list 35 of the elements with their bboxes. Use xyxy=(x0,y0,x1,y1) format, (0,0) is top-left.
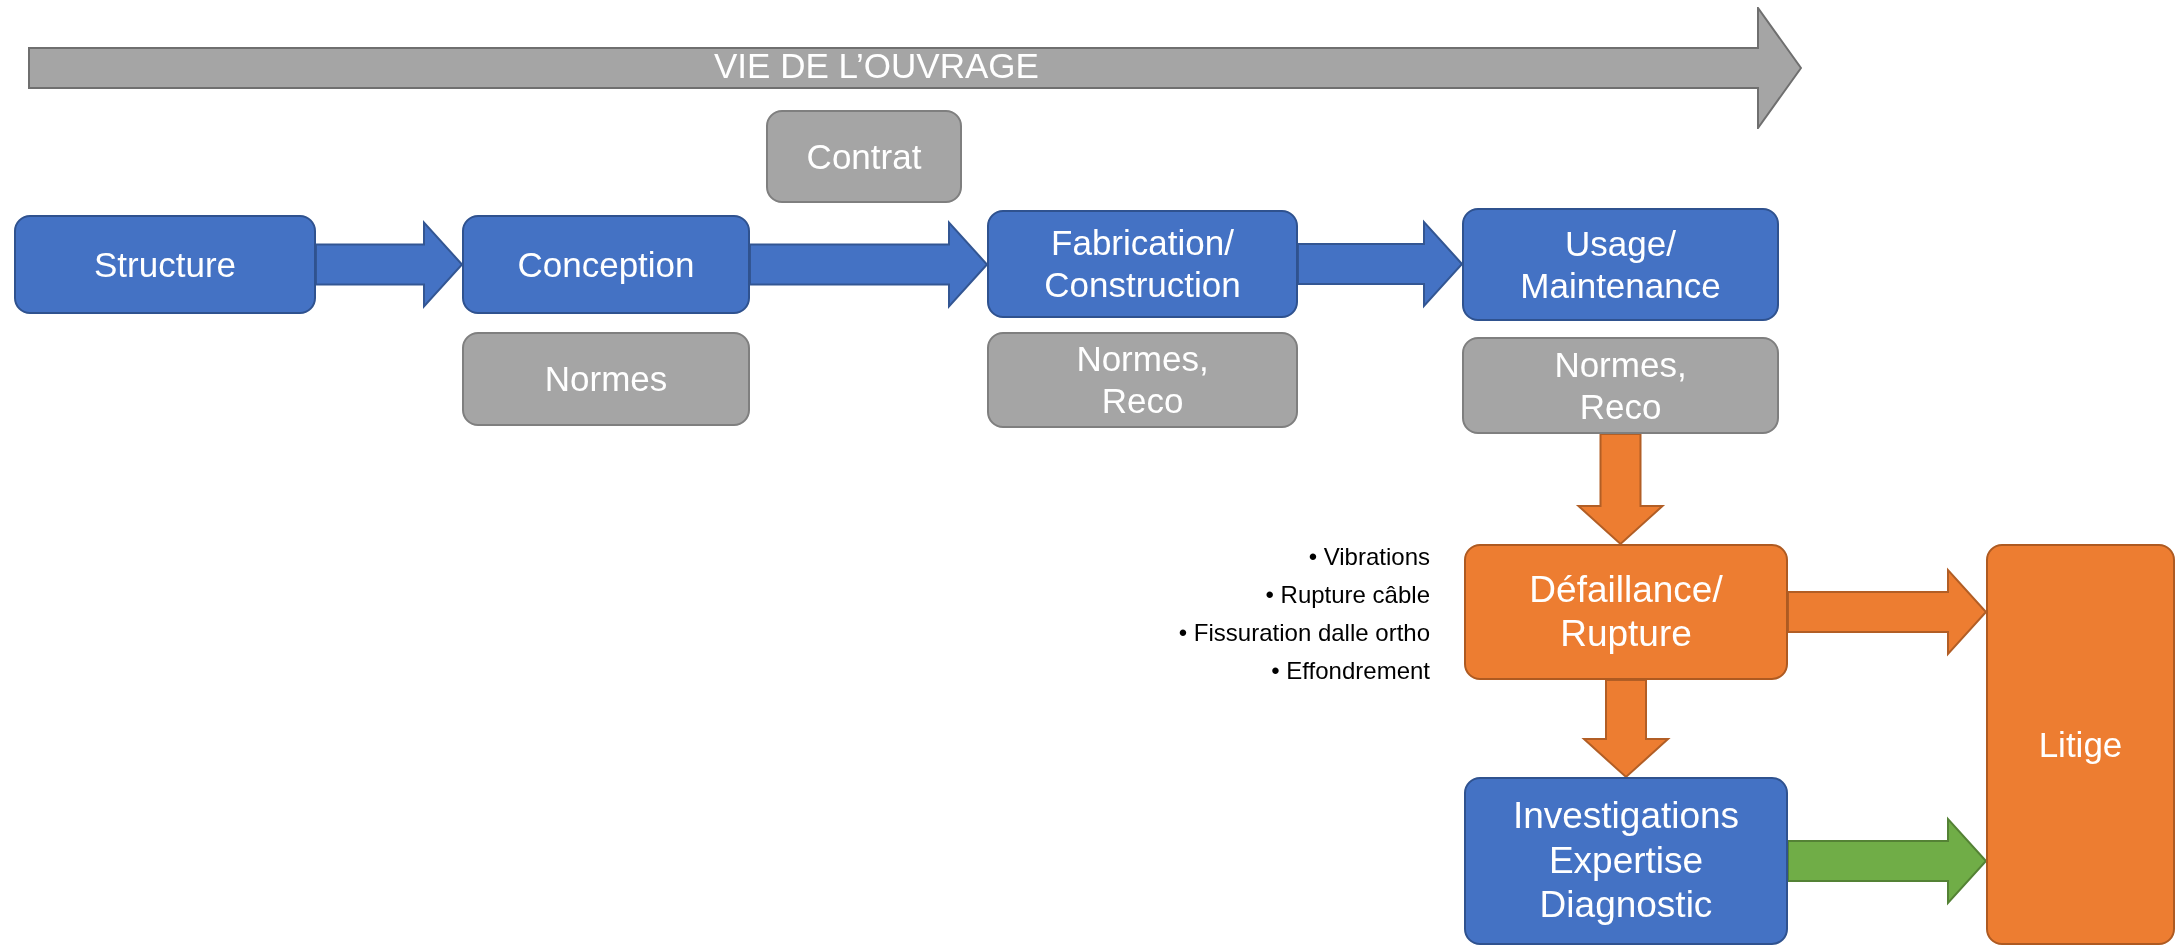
box-label: Normes xyxy=(544,358,668,400)
process-box xyxy=(14,215,316,314)
box-label: Défaillance/ Rupture xyxy=(1528,567,1724,656)
timeline-label: VIE DE L’OUVRAGE xyxy=(714,45,1039,87)
process-box xyxy=(1464,544,1788,680)
block-arrow xyxy=(315,219,464,310)
bullet-item: • Effondrement xyxy=(1270,656,1430,686)
process-box xyxy=(1462,208,1779,321)
block-arrow xyxy=(1297,219,1464,309)
box-label: Litige xyxy=(2038,723,2123,766)
block-arrow xyxy=(1787,816,1988,906)
timeline-arrow xyxy=(28,7,1802,129)
box-label: Conception xyxy=(517,243,695,286)
process-box xyxy=(1464,777,1788,945)
block-arrow xyxy=(1787,567,1988,657)
process-box xyxy=(1986,544,2175,945)
box-label: Normes, Reco xyxy=(1075,338,1210,422)
box-label: Contrat xyxy=(806,135,922,178)
process-box xyxy=(987,210,1298,318)
block-arrow xyxy=(1575,433,1666,546)
bullet-item: • Fissuration dalle ortho xyxy=(1177,618,1430,648)
block-arrow xyxy=(1581,679,1671,779)
bullet-item: • Rupture câble xyxy=(1264,580,1430,610)
box-label: Usage/ Maintenance xyxy=(1519,222,1722,307)
reference-box xyxy=(1462,337,1779,434)
process-box xyxy=(462,215,750,314)
box-label: Structure xyxy=(94,243,236,286)
block-arrow xyxy=(749,219,989,310)
box-label: Normes, Reco xyxy=(1553,343,1688,428)
box-label: Investigations Expertise Diagnostic xyxy=(1511,794,1741,928)
reference-box xyxy=(462,332,750,426)
bullet-item: • Vibrations xyxy=(1307,542,1430,572)
box-label: Fabrication/ Construction xyxy=(1043,222,1242,306)
reference-box xyxy=(766,110,962,203)
reference-box xyxy=(987,332,1298,428)
